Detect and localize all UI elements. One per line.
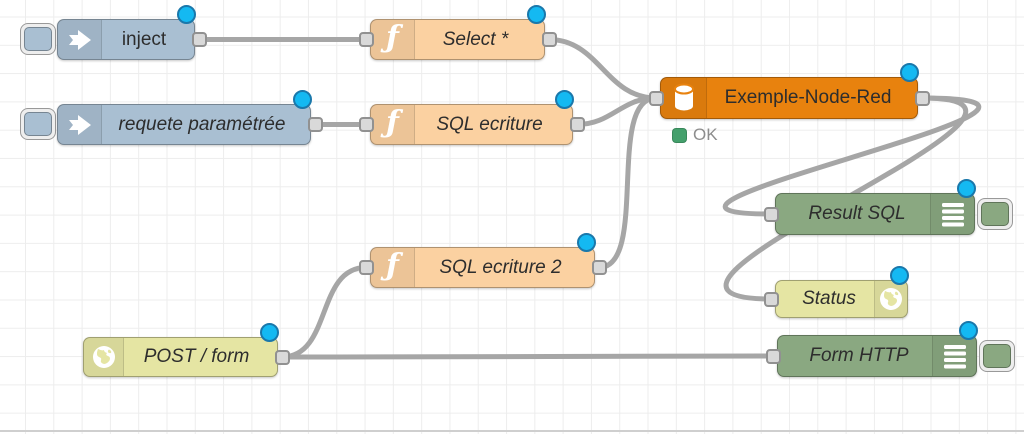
node-body[interactable]: ƒ SQL ecriture <box>370 104 573 145</box>
output-port[interactable] <box>307 117 323 132</box>
changed-badge <box>554 89 574 109</box>
node-label: Exemple-Node-Red <box>724 87 892 108</box>
node-body[interactable]: ƒ Select * <box>370 19 545 60</box>
node-form-http[interactable]: Form HTTP <box>765 320 1015 377</box>
debug-toggle-button-face <box>981 202 1009 226</box>
node-sql-ecriture[interactable]: ƒ SQL ecriture <box>358 89 585 145</box>
changed-badge <box>292 89 312 109</box>
node-body[interactable]: ƒ SQL ecriture 2 <box>370 247 595 288</box>
debug-toggle-button-face <box>983 344 1011 368</box>
node-status: OK <box>672 125 718 145</box>
node-label: Result SQL <box>808 203 906 224</box>
node-label: POST / form <box>143 346 250 367</box>
node-label: Select * <box>442 28 509 50</box>
globe-icon <box>874 281 907 317</box>
inject-arrow-icon <box>58 20 102 59</box>
changed-badge <box>889 265 909 285</box>
node-body[interactable]: Result SQL <box>775 193 975 235</box>
changed-badge <box>526 4 546 24</box>
node-label: requete paramétrée <box>118 113 286 135</box>
debug-toggle-button[interactable] <box>979 340 1015 372</box>
output-port[interactable] <box>591 260 607 275</box>
node-result-sql[interactable]: Result SQL <box>763 178 1013 235</box>
output-port[interactable] <box>541 32 557 47</box>
inject-trigger-button-face <box>24 112 52 136</box>
output-port[interactable] <box>569 117 585 132</box>
function-icon: ƒ <box>371 248 415 287</box>
globe-icon <box>84 338 124 376</box>
input-port[interactable] <box>765 348 781 364</box>
node-body[interactable]: Form HTTP <box>777 335 977 377</box>
function-icon: ƒ <box>371 20 415 59</box>
debug-toggle-button[interactable] <box>977 198 1013 230</box>
node-post-form[interactable]: POST / form <box>83 322 290 377</box>
wire-select-star-to-exemple-node-red[interactable] <box>546 37 659 101</box>
node-status[interactable]: Status <box>763 265 909 318</box>
node-label: SQL ecriture 2 <box>439 256 562 278</box>
database-icon <box>661 78 707 118</box>
node-label: SQL ecriture <box>436 113 543 135</box>
changed-badge <box>176 4 196 24</box>
node-body[interactable]: Status <box>775 280 908 318</box>
node-label: Status <box>802 288 856 309</box>
input-port[interactable] <box>763 206 779 222</box>
changed-badge <box>899 62 919 82</box>
input-port[interactable] <box>358 117 374 132</box>
inject-arrow-icon <box>58 105 102 144</box>
output-port[interactable] <box>274 349 290 365</box>
node-sql-ecriture-2[interactable]: ƒ SQL ecriture 2 <box>358 232 607 288</box>
wire-post-form-to-form-http[interactable] <box>279 353 776 360</box>
output-port[interactable] <box>191 32 207 47</box>
wire-sql-ecriture-2-to-exemple-node-red[interactable] <box>596 95 659 270</box>
changed-badge <box>576 232 596 252</box>
input-port[interactable] <box>763 291 779 307</box>
wire-post-form-to-sql-ecriture-2[interactable] <box>279 265 369 360</box>
debug-icon <box>932 336 976 376</box>
node-select-star[interactable]: ƒ Select * <box>358 4 557 60</box>
input-port[interactable] <box>358 32 374 47</box>
function-icon: ƒ <box>371 105 415 144</box>
node-inject[interactable]: inject <box>20 4 207 60</box>
changed-badge <box>958 320 978 340</box>
node-requete-parametree[interactable]: requete paramétrée <box>20 89 323 145</box>
input-port[interactable] <box>648 90 664 106</box>
node-body[interactable]: requete paramétrée <box>57 104 311 145</box>
inject-trigger-button-face <box>24 27 52 51</box>
node-label: Form HTTP <box>809 345 909 366</box>
node-body[interactable]: inject <box>57 19 195 60</box>
status-text: OK <box>693 125 718 144</box>
wire-exemple-node-red-to-result-sql[interactable] <box>722 95 982 217</box>
node-label: inject <box>121 28 167 50</box>
changed-badge <box>956 178 976 198</box>
debug-icon <box>930 194 974 234</box>
node-body[interactable]: Exemple-Node-Red <box>660 77 918 119</box>
output-port[interactable] <box>914 90 930 106</box>
node-body[interactable]: POST / form <box>83 337 278 377</box>
canvas-bottom-edge <box>0 430 1024 432</box>
inject-trigger-button[interactable] <box>20 23 56 55</box>
input-port[interactable] <box>358 260 374 275</box>
changed-badge <box>259 322 279 342</box>
inject-trigger-button[interactable] <box>20 108 56 140</box>
status-dot-icon <box>672 127 687 143</box>
